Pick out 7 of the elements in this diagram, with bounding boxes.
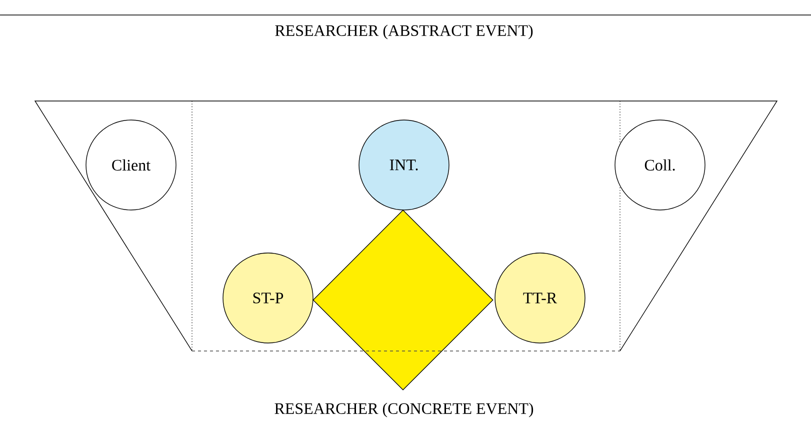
circle-node: INT. <box>358 120 450 210</box>
diamond-shape <box>312 210 494 390</box>
circle-node: Coll. <box>614 120 706 210</box>
circle-node: TT-R <box>494 252 586 344</box>
circle-node: Client <box>86 120 176 210</box>
heading-label: RESEARCHER (ABSTRACT EVENT) <box>275 24 533 40</box>
circle-node: ST-P <box>222 252 314 344</box>
